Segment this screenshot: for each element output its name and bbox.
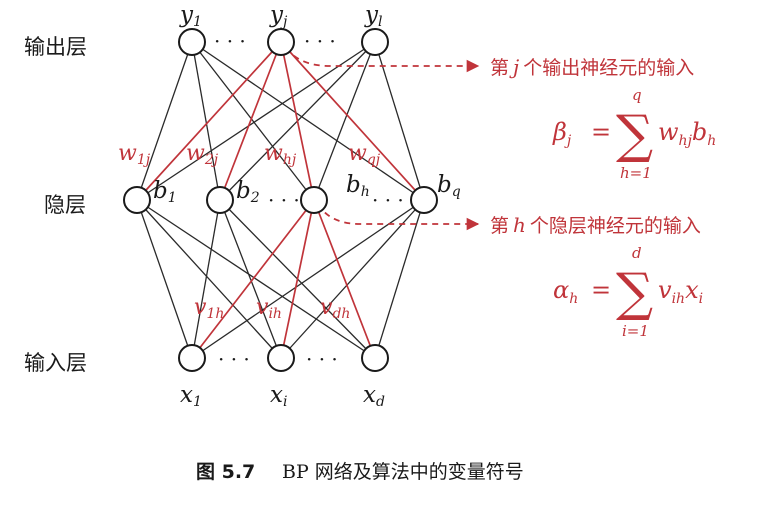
output-ellipsis-1: · · · — [214, 29, 246, 53]
edge-x1-bq — [191, 199, 425, 359]
output-label-y1: y1 — [179, 2, 202, 30]
hidden-label-bh: bh — [346, 172, 370, 200]
hidden-node-b1 — [123, 186, 151, 214]
edge-b1-y1 — [136, 41, 193, 201]
input-hidden-weight-labels: v1h vih vdh — [194, 295, 350, 322]
weight-label-wqj: wqj — [348, 141, 381, 168]
edge-xd-bh — [313, 199, 376, 359]
input-label-xd: xd — [363, 382, 385, 410]
edge-x1-b1 — [136, 199, 193, 359]
hidden-formula-lower: i=1 — [622, 322, 649, 340]
edge-bh-yj — [280, 41, 315, 201]
hidden-label-b2: b2 — [236, 178, 260, 206]
weight-label-vdh: vdh — [320, 295, 350, 322]
output-layer: · · · · · · y1 yj yl — [178, 2, 389, 56]
weight-label-w2j: w2j — [186, 141, 219, 168]
input-hidden-edges — [136, 199, 425, 359]
hidden-output-weight-labels: w1j w2j whj wqj — [118, 141, 381, 168]
caption-number: 图 5.7 — [196, 461, 255, 483]
input-label-xi: xi — [270, 382, 287, 410]
hidden-formula-eq: = — [591, 276, 611, 304]
edge-bq-yj — [280, 41, 425, 201]
hidden-formula-lhs: αh — [553, 276, 578, 307]
weight-label-whj: whj — [264, 141, 297, 168]
hidden-label-b1: b1 — [153, 178, 177, 206]
weight-label-v1h: v1h — [194, 295, 224, 322]
output-label-yl: yl — [364, 2, 382, 30]
edge-xd-b1 — [136, 199, 376, 359]
output-formula-lhs: βj — [552, 118, 572, 149]
hidden-formula-upper: d — [632, 244, 642, 262]
edge-xi-bq — [280, 199, 425, 359]
output-formula-lower: h=1 — [620, 164, 652, 182]
edge-xi-b2 — [219, 199, 282, 359]
edge-x1-bh — [191, 199, 315, 359]
output-formula-sigma: ∑ — [616, 105, 653, 165]
output-node-yl — [361, 28, 389, 56]
output-label-yj: yj — [269, 2, 288, 30]
hidden-formula-sigma: ∑ — [616, 263, 653, 323]
input-node-x1 — [178, 344, 206, 372]
hidden-ellipsis-2: · · · — [372, 188, 404, 212]
output-formula-term: whjbh — [658, 118, 716, 149]
hidden-node-bq — [410, 186, 438, 214]
edge-bq-y1 — [191, 41, 425, 201]
edge-xi-b1 — [136, 199, 282, 359]
input-node-xi — [267, 344, 295, 372]
edge-x1-b2 — [191, 199, 221, 359]
weight-label-vih: vih — [256, 295, 282, 322]
hidden-node-b2 — [206, 186, 234, 214]
output-formula-upper: q — [632, 86, 642, 104]
edge-bh-y1 — [191, 41, 315, 201]
edge-b1-yj — [136, 41, 282, 201]
hidden-ellipsis-1: · · · — [268, 188, 300, 212]
input-ellipsis-2: · · · — [306, 347, 338, 371]
edge-bq-yl — [374, 41, 425, 201]
hidden-label-bq: bq — [437, 172, 461, 200]
input-label-x1: x1 — [180, 382, 202, 410]
weight-label-w1j: w1j — [118, 141, 151, 168]
hidden-output-edges — [136, 41, 425, 201]
hidden-formula-term: vihxi — [658, 276, 703, 307]
output-node-y1 — [178, 28, 206, 56]
edge-b1-yl — [136, 41, 376, 201]
hidden-layer: · · · · · · b1 b2 bh bq — [123, 172, 461, 214]
edge-b2-yj — [219, 41, 282, 201]
hidden-layer-label: 隐层 — [44, 193, 86, 217]
output-ellipsis-2: · · · — [304, 29, 336, 53]
figure-caption: 图 5.7 BP 网络及算法中的变量符号 — [196, 461, 524, 483]
hidden-to-yj-edges — [136, 41, 425, 201]
hidden-node-bh — [300, 186, 328, 214]
edge-xd-bq — [374, 199, 425, 359]
output-layer-label: 输出层 — [24, 35, 87, 59]
input-layer-label: 输入层 — [24, 351, 87, 375]
edge-b2-y1 — [191, 41, 221, 201]
edge-bh-yl — [313, 41, 376, 201]
input-layer: · · · · · · x1 xi xd — [178, 344, 389, 410]
output-node-yj — [267, 28, 295, 56]
input-node-xd — [361, 344, 389, 372]
caption-text: BP 网络及算法中的变量符号 — [282, 461, 524, 483]
input-to-bh-edges — [191, 199, 376, 359]
output-formula-eq: = — [591, 118, 611, 146]
edge-xi-bh — [280, 199, 315, 359]
input-ellipsis-1: · · · — [218, 347, 250, 371]
